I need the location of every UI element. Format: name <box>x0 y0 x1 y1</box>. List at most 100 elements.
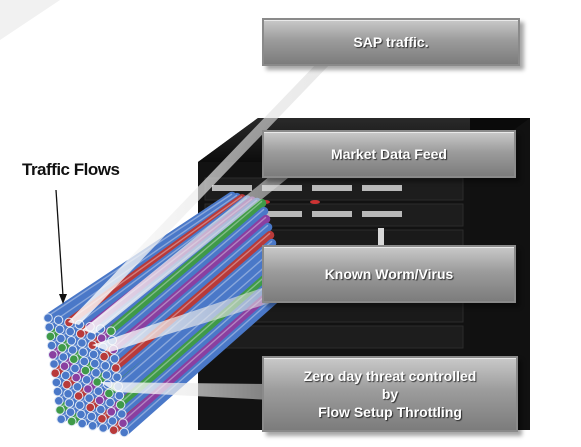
cable-end-18 <box>77 338 87 348</box>
cable-end-75 <box>97 414 107 424</box>
cable-end-16 <box>58 352 69 362</box>
callout-worm-text: Known Worm/Virus <box>324 265 454 282</box>
cable-73 <box>115 254 281 400</box>
cable-end-4 <box>54 324 65 335</box>
cable-end-72 <box>105 397 115 408</box>
callout-zero-line-2: by <box>381 386 399 402</box>
cable-end-33 <box>52 386 63 397</box>
cable-end-12 <box>66 336 77 346</box>
cable-77 <box>116 262 283 410</box>
cable-29 <box>106 198 267 336</box>
cable-highlight-73 <box>118 256 277 395</box>
cable-end-28 <box>60 370 71 381</box>
traffic-arrow <box>55 189 67 304</box>
cable-end-37 <box>71 372 81 383</box>
cable-end-31 <box>79 356 90 367</box>
cable-2 <box>54 192 242 325</box>
cable-end-60 <box>93 386 104 397</box>
cable-end-69 <box>77 418 87 429</box>
cable-end-6 <box>46 340 57 351</box>
cable-end-82 <box>118 418 128 429</box>
cable-highlight-83 <box>123 288 285 431</box>
cable-end-39 <box>90 358 100 369</box>
cable-end-23 <box>69 354 79 365</box>
cable-end-51 <box>73 391 84 401</box>
cable-end-17 <box>67 345 78 355</box>
callout-zero-line-1: Zero day threat controlled <box>303 368 477 384</box>
cable-end-2 <box>53 315 64 326</box>
cable-end-62 <box>66 416 77 427</box>
cable-end-52 <box>83 384 93 394</box>
cable-end-66 <box>94 395 105 406</box>
cable-36 <box>107 206 269 345</box>
cable-end-55 <box>101 370 112 380</box>
cable-end-63 <box>112 372 122 383</box>
cable-57 <box>111 230 275 373</box>
cable-highlight-2 <box>58 194 238 319</box>
cable-end-58 <box>75 400 85 411</box>
callout-market-data-feed: Market Data Feed <box>262 130 516 178</box>
cable-end-54 <box>56 414 67 425</box>
cable-end-32 <box>88 349 99 360</box>
cable-end-78 <box>98 423 108 433</box>
cable-end-10 <box>48 350 58 360</box>
cable-end-15 <box>49 359 59 369</box>
cable-highlight-43 <box>112 216 267 349</box>
callout-market-text: Market Data Feed <box>331 145 447 162</box>
cable-end-64 <box>76 409 86 420</box>
cable-end-57 <box>111 363 121 373</box>
cable-end-53 <box>92 377 102 387</box>
cable-end-70 <box>86 411 97 422</box>
cable-end-26 <box>51 377 62 388</box>
cable-end-47 <box>55 405 65 415</box>
beam-sap <box>68 62 332 325</box>
cable-end-49 <box>64 398 75 408</box>
cable-highlight-77 <box>120 264 279 404</box>
cable-end-56 <box>65 407 76 418</box>
beam-worm <box>92 286 280 352</box>
cable-end-1 <box>44 322 55 333</box>
cable-end-76 <box>106 407 117 417</box>
cable-highlight-63 <box>116 240 273 376</box>
cable-end-35 <box>62 379 72 390</box>
cable-end-20 <box>50 368 61 379</box>
cable-43 <box>109 214 271 354</box>
cable-end-74 <box>87 421 98 431</box>
cable-end-24 <box>78 347 88 358</box>
cable-end-38 <box>80 365 91 376</box>
cable-end-50 <box>109 354 120 364</box>
cable-end-45 <box>81 375 92 385</box>
cable-63 <box>112 238 277 382</box>
callout-sap-text: SAP traffic. <box>353 33 429 50</box>
cable-end-59 <box>84 393 94 404</box>
callout-zero-day-threat: Zero day threat controlled by Flow Setup… <box>262 356 518 432</box>
cable-end-71 <box>96 404 106 415</box>
cable-end-77 <box>115 400 126 410</box>
callout-beams <box>68 62 332 400</box>
cable-end-29 <box>106 326 116 337</box>
cable-end-13 <box>75 329 86 339</box>
cable-end-40 <box>54 396 64 406</box>
cable-end-3 <box>45 331 56 342</box>
callout-zero-line-3: Flow Setup Throttling <box>318 404 462 420</box>
cable-end-11 <box>57 343 67 353</box>
cable-end-41 <box>99 351 109 362</box>
callout-sap-traffic: SAP traffic. <box>262 18 520 66</box>
cable-end-7 <box>56 333 66 344</box>
cable-end-8 <box>65 326 75 337</box>
cable-end-65 <box>85 402 96 413</box>
cable-end-42 <box>63 389 73 399</box>
cable-end-48 <box>100 361 111 371</box>
callout-known-worm-virus: Known Worm/Virus <box>262 245 516 303</box>
cable-end-44 <box>72 382 83 392</box>
beam-market <box>82 176 288 334</box>
cable-end-22 <box>59 361 70 372</box>
traffic-flows-label: Traffic Flows <box>22 160 120 179</box>
cable-83 <box>119 286 289 437</box>
cable-end-67 <box>104 388 114 399</box>
cable-end-0 <box>43 313 53 323</box>
cable-end-46 <box>91 368 101 378</box>
cable-end-30 <box>70 363 80 374</box>
beam-zero <box>100 382 272 400</box>
cable-highlight-29 <box>110 200 263 330</box>
